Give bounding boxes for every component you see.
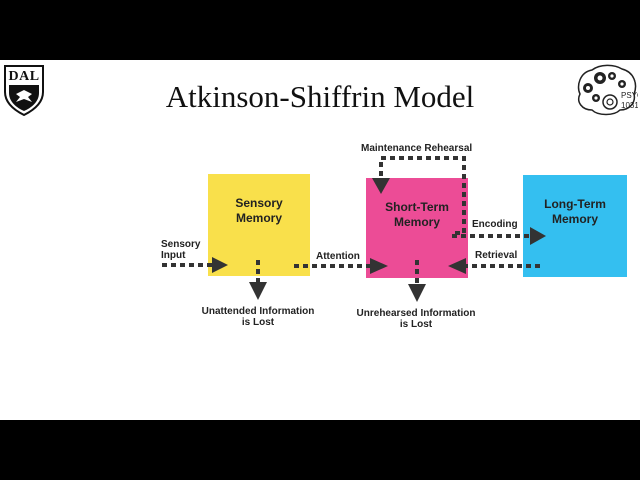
sensory-memory-label: Sensory Memory bbox=[235, 196, 283, 225]
long-term-memory-box: Long-Term Memory bbox=[523, 175, 627, 277]
unrehearsed-lost-arrowhead bbox=[408, 284, 426, 302]
rehearsal-loop-line bbox=[379, 156, 466, 235]
sensory-memory-box: Sensory Memory bbox=[208, 174, 310, 276]
attention-arrowhead bbox=[370, 258, 388, 274]
dalhousie-logo: DAL bbox=[2, 64, 46, 116]
unrehearsed-lost-label: Unrehearsed Information is Lost bbox=[356, 308, 476, 330]
rehearsal-arrowhead bbox=[372, 178, 390, 194]
retrieval-arrowhead bbox=[448, 258, 466, 274]
course-logo: PSYO 1031 bbox=[574, 64, 640, 116]
logo-text: DAL bbox=[8, 69, 40, 84]
short-term-memory-label: Short-Term Memory bbox=[385, 200, 449, 229]
sensory-input-label: Sensory Input bbox=[161, 239, 201, 261]
course-code-line2: 1031 bbox=[621, 101, 638, 110]
course-code-line1: PSYO bbox=[621, 91, 638, 100]
unattended-lost-label: Unattended Information is Lost bbox=[201, 306, 315, 328]
slide: DAL Atkinson-Shiffrin Model PSYO 1 bbox=[0, 60, 640, 420]
flow-arrows bbox=[162, 156, 546, 302]
encoding-label: Encoding bbox=[472, 219, 518, 230]
slide-title: Atkinson-Shiffrin Model bbox=[165, 79, 475, 114]
shield-icon bbox=[4, 65, 44, 116]
maintenance-rehearsal-label: Maintenance Rehearsal bbox=[361, 143, 473, 154]
brain-gears-icon: PSYO 1031 bbox=[577, 64, 640, 116]
attention-label: Attention bbox=[316, 251, 360, 262]
retrieval-label: Retrieval bbox=[475, 250, 518, 261]
encoding-arrowhead bbox=[530, 227, 546, 245]
long-term-memory-label: Long-Term Memory bbox=[544, 197, 606, 226]
unattended-lost-arrowhead bbox=[249, 282, 267, 300]
sensory-input-arrowhead bbox=[212, 257, 228, 273]
